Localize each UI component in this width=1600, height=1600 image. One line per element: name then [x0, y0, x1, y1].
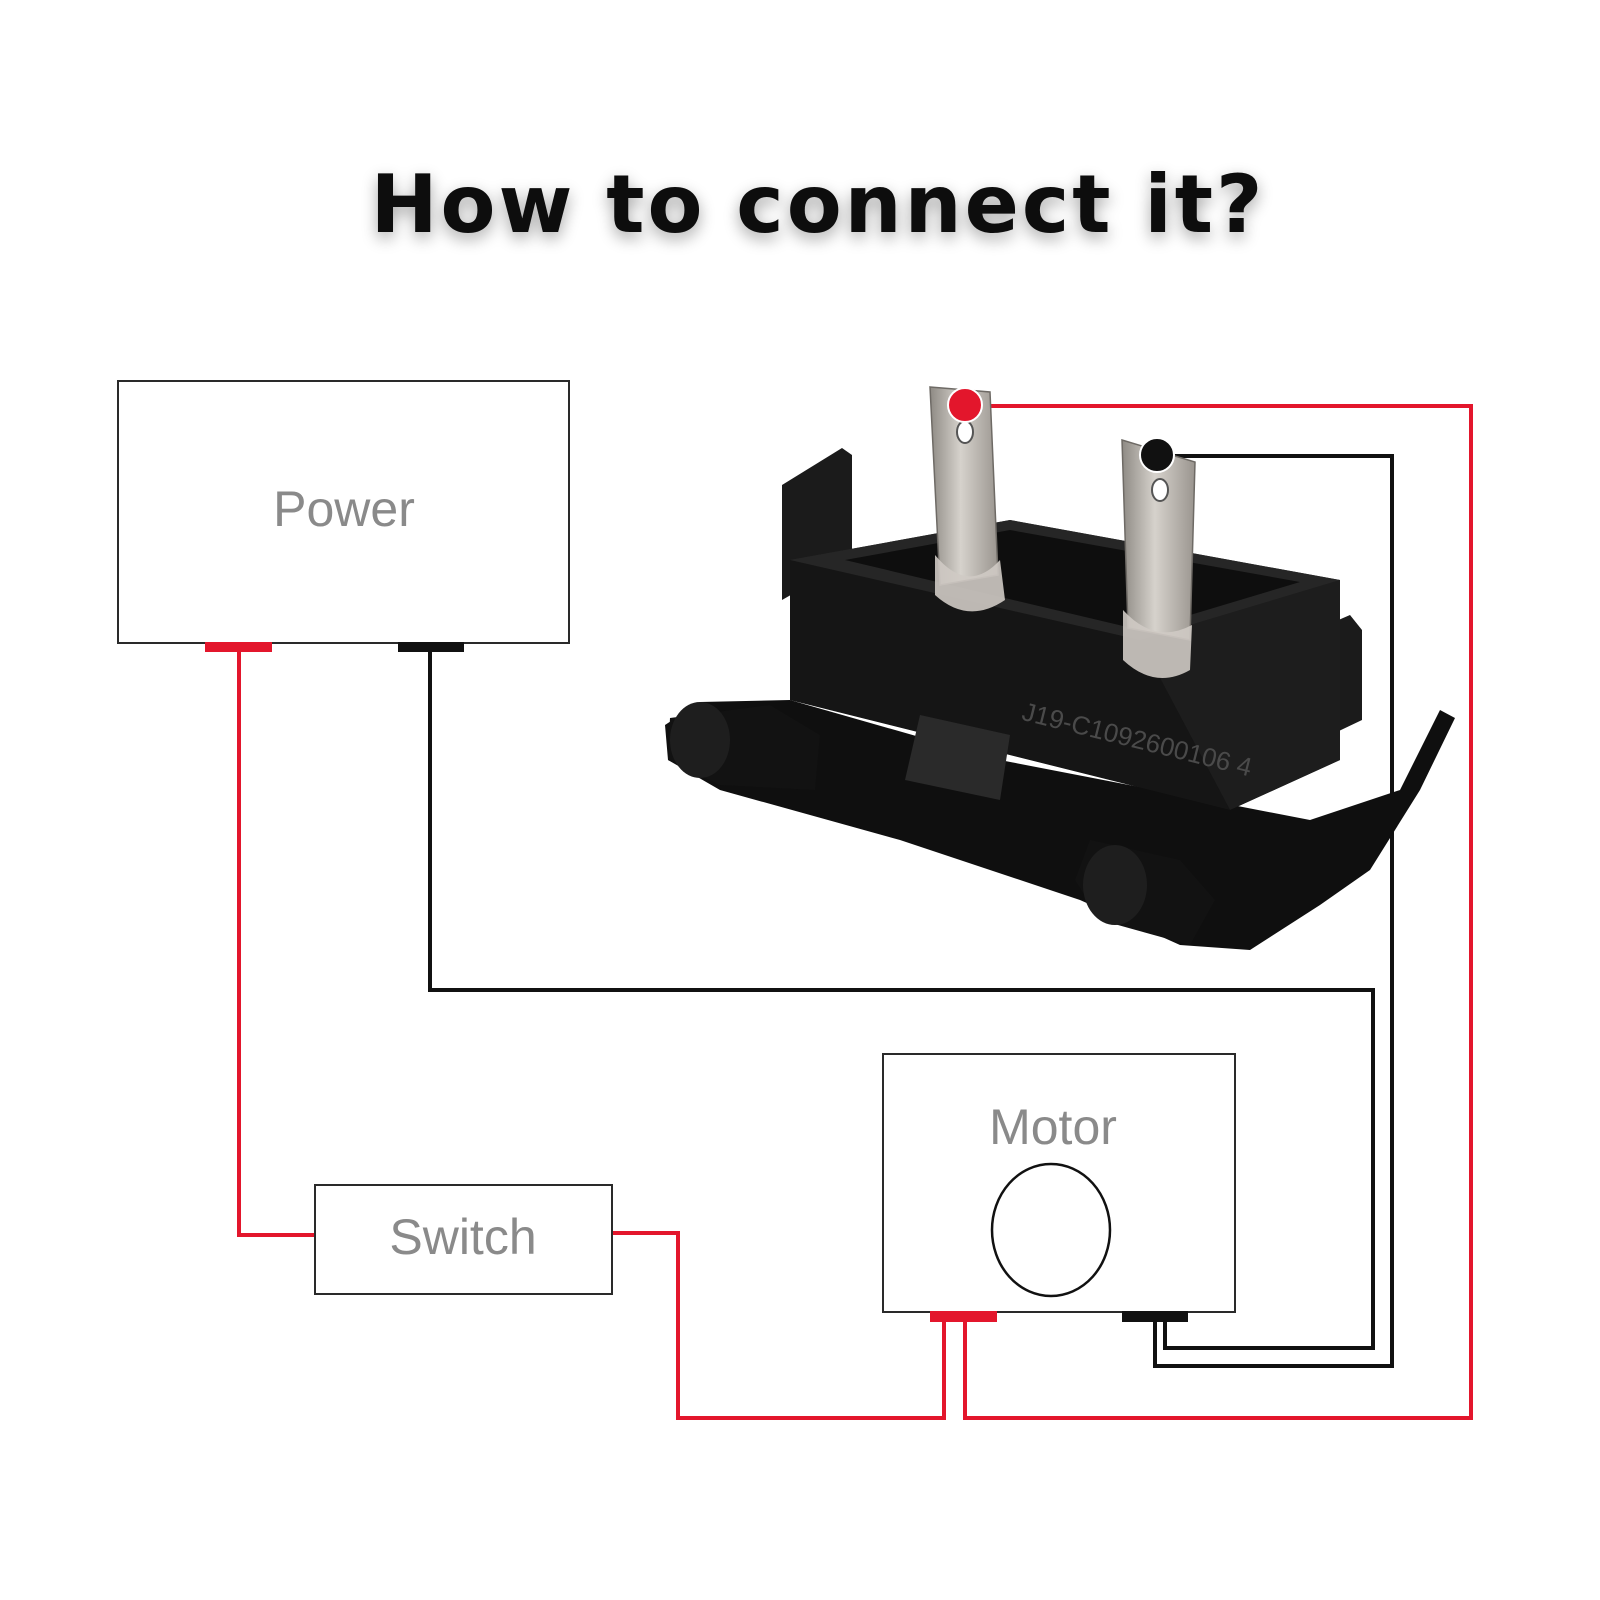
wire-motor-positive-to-rocker-terminal	[963, 404, 1473, 1420]
power-positive-terminal	[205, 642, 272, 652]
wire-power-negative-to-motor-negative	[428, 645, 1375, 1350]
motor-label: Motor	[989, 1099, 1117, 1155]
power-label: Power	[273, 481, 415, 537]
motor-negative-terminal	[1122, 1311, 1188, 1322]
rocker-switch-illustration: J19-C1092600106 4	[665, 386, 1455, 950]
motor-positive-terminal	[930, 1311, 997, 1322]
terminal-dot-negative	[1139, 437, 1175, 473]
motor-box: Motor	[882, 1053, 1236, 1322]
power-box: Power	[117, 380, 570, 652]
wire-motor-negative-to-rocker-terminal	[1153, 454, 1394, 1368]
rocker-terminal-black	[1121, 438, 1196, 678]
motor-circle-icon	[990, 1162, 1112, 1298]
diagram-title: How to connect it?	[371, 158, 1266, 251]
switch-label: Switch	[389, 1209, 536, 1265]
terminal-dot-positive	[947, 387, 983, 423]
switch-box: Switch	[314, 1184, 613, 1295]
rocker-terminal-red	[929, 386, 1005, 612]
power-negative-terminal	[398, 642, 464, 652]
wire-switch-to-motor-positive	[612, 1231, 946, 1420]
wire-power-positive-to-switch	[237, 645, 315, 1237]
